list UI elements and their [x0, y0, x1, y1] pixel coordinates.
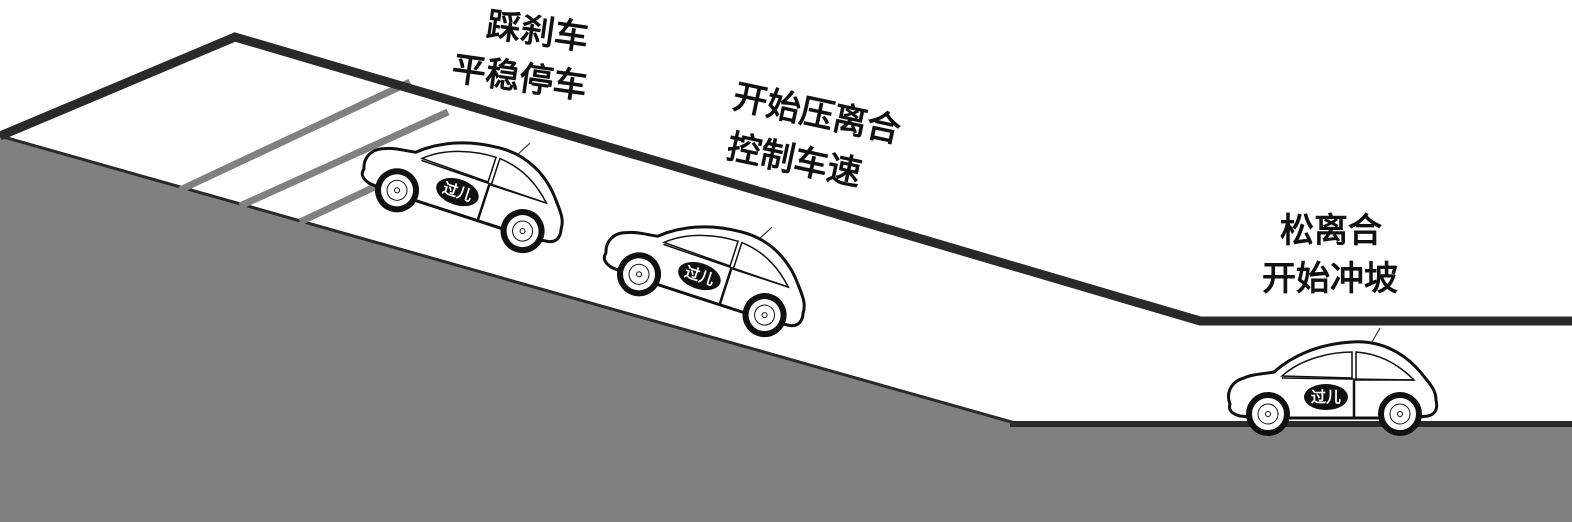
label-line: 开始冲坡	[1262, 259, 1398, 299]
car-middle: 过儿	[596, 180, 826, 344]
label-release: 松离合	[1280, 210, 1382, 252]
road-upper-edge	[0, 32, 1572, 326]
ground	[0, 136, 1572, 522]
label-release-line2: 开始冲坡	[1262, 258, 1398, 300]
car-bottom: 过儿	[1229, 328, 1437, 433]
label-line: 松离合	[1280, 211, 1382, 251]
car-top: 过儿	[354, 96, 584, 260]
car-badge-text: 过儿	[1311, 388, 1341, 406]
